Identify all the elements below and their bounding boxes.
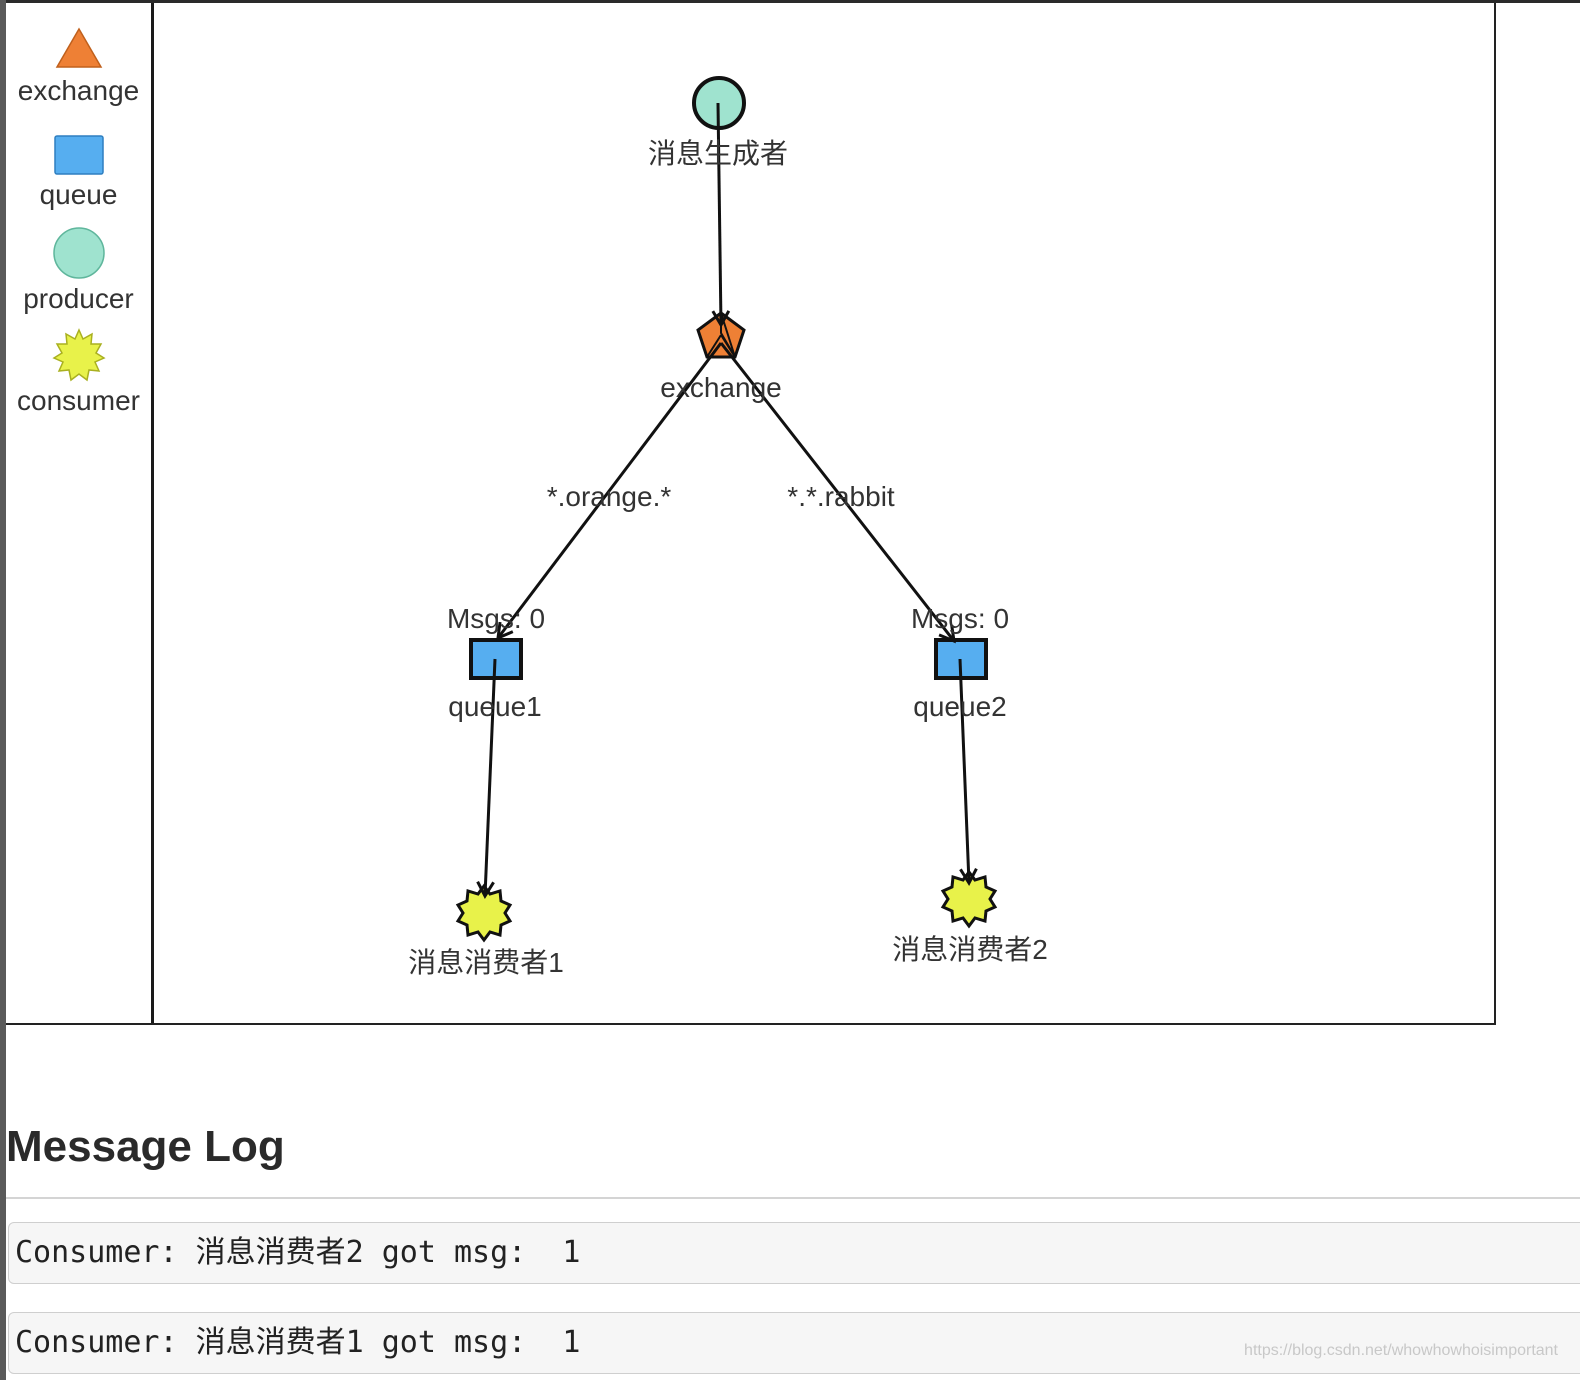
log-entry: Consumer: 消息消费者1 got msg: 1 [8,1312,1580,1374]
message-log-title: Message Log [6,1122,285,1171]
queue2-msgs-label: Msgs: 0 [911,603,1009,634]
log-divider [6,1197,1580,1199]
legend-label: producer [23,283,134,314]
square-icon [53,135,104,175]
edge-label-orange: *.orange.* [547,481,672,512]
consumer1-node[interactable] [455,883,513,943]
diagram-frame [6,3,1496,1025]
window-edge [0,0,6,1380]
edge-producer-exchange [711,102,731,329]
exchange-node-inner-line [706,334,722,358]
edge-queue1-consumer1 [476,658,497,900]
legend-item-queue: queue [6,133,151,211]
exchange-node-inner-line [720,334,736,358]
top-border [6,0,1580,3]
edge-queue2-consumer2 [958,658,978,887]
legend-item-exchange: exchange [6,25,151,107]
queue1-msgs-label: Msgs: 0 [447,603,545,634]
circle-icon [52,227,105,279]
legend-label: exchange [17,75,140,106]
consumer1-label: 消息消费者1 [408,947,564,978]
queue1-label: queue1 [448,691,541,722]
topology-graph: 消息生成者 exchange *.orange.* *.*.rabbit Msg… [408,76,1048,978]
watermark: https://blog.csdn.net/whowhowhoisimporta… [1244,1342,1558,1359]
log-entry: Consumer: 消息消费者2 got msg: 1 [8,1222,1580,1284]
legend-label: queue [39,179,118,210]
exchange-label: exchange [660,372,781,403]
triangle-icon [55,27,102,68]
edge-label-rabbit: *.*.rabbit [787,481,895,512]
edge-exchange-queue1 [496,342,723,641]
legend-item-consumer: consumer [6,327,151,417]
consumer2-label: 消息消费者2 [892,934,1048,965]
legend-panel: exchange queue producer consumer [6,3,154,1023]
consumer2-node[interactable] [940,869,998,929]
legend-item-producer: producer [6,225,151,315]
edge-exchange-queue2 [719,342,956,644]
legend-label: consumer [17,385,140,416]
queue2-label: queue2 [913,691,1006,722]
star-burst-icon [51,328,106,382]
queue1-node[interactable] [469,638,523,680]
producer-label: 消息生成者 [648,138,788,169]
